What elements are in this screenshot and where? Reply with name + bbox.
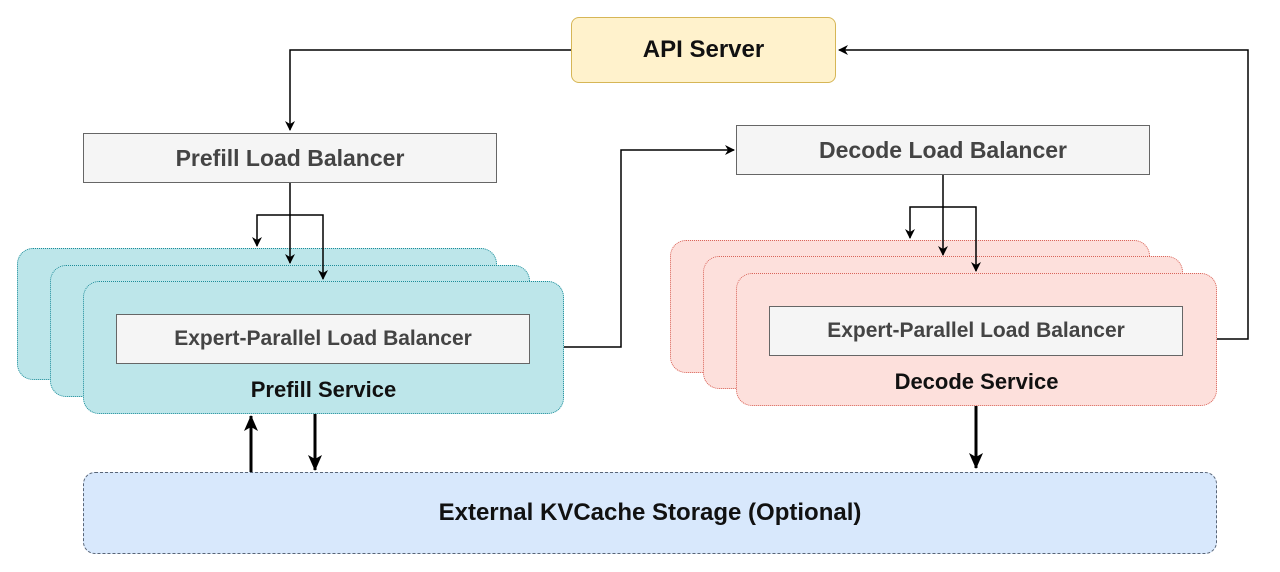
prefill-load-balancer-label: Prefill Load Balancer <box>175 144 405 171</box>
api-server-node: API Server <box>571 17 836 83</box>
decode-load-balancer-label: Decode Load Balancer <box>819 136 1067 163</box>
decode-expert-parallel-lb-node: Expert-Parallel Load Balancer <box>769 306 1183 356</box>
prefill-expert-parallel-lb-label: Expert-Parallel Load Balancer <box>174 327 472 350</box>
decode-expert-parallel-lb-label: Expert-Parallel Load Balancer <box>827 319 1125 342</box>
decode-load-balancer-node: Decode Load Balancer <box>736 125 1150 175</box>
kvcache-storage-label: External KVCache Storage (Optional) <box>438 499 862 526</box>
edge-prefill-service-to-decode-lb <box>564 145 735 348</box>
edge-prefill-lb-to-instance-front <box>290 214 328 280</box>
api-server-label: API Server <box>642 36 765 63</box>
prefill-load-balancer-node: Prefill Load Balancer <box>83 133 497 183</box>
decode-service-label: Decode Service <box>894 369 1059 394</box>
edge-prefill-lb-to-instance-back <box>252 183 291 247</box>
edge-decode-lb-to-instance-front <box>943 206 981 272</box>
edge-decode-service-to-api <box>838 45 1249 340</box>
prefill-expert-parallel-lb-node: Expert-Parallel Load Balancer <box>116 314 530 364</box>
edge-decode-lb-to-instance-back <box>905 175 944 239</box>
edge-api-to-prefill-lb <box>285 49 571 131</box>
kvcache-storage-node: External KVCache Storage (Optional) <box>83 472 1217 554</box>
prefill-service-label: Prefill Service <box>250 377 397 402</box>
